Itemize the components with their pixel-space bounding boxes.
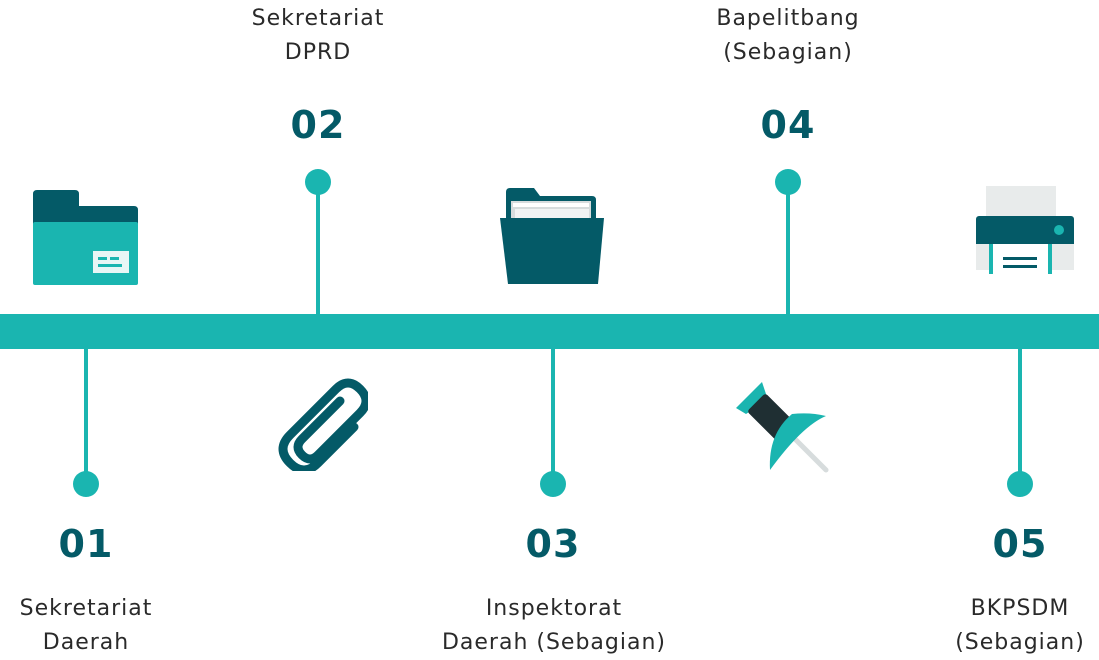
milestone-01-label: Sekretariat Daerah bbox=[0, 592, 256, 660]
milestone-02-label-line1: Sekretariat bbox=[251, 6, 385, 31]
milestone-02-label-line2: DPRD bbox=[284, 40, 352, 65]
milestone-03-number: 03 bbox=[525, 522, 581, 566]
milestone-02-label: Sekretariat DPRD bbox=[148, 2, 488, 70]
milestone-01-stem bbox=[84, 349, 88, 479]
milestone-03-label-line1: Inspektorat bbox=[485, 596, 623, 621]
milestone-01-label-line2: Daerah bbox=[42, 630, 130, 655]
milestone-01-number: 01 bbox=[58, 522, 114, 566]
open-folder-icon bbox=[500, 188, 604, 284]
milestone-04-stem bbox=[786, 185, 790, 315]
milestone-01-label-line1: Sekretariat bbox=[19, 596, 153, 621]
milestone-02-stem bbox=[316, 185, 320, 315]
milestone-04-number: 04 bbox=[760, 103, 816, 147]
folder-icon bbox=[33, 190, 138, 285]
milestone-03-label-line2: Daerah (Sebagian) bbox=[441, 630, 667, 655]
milestone-03-label: Inspektorat Daerah (Sebagian) bbox=[384, 592, 724, 660]
milestone-02-number: 02 bbox=[290, 103, 346, 147]
milestone-04-label-line1: Bapelitbang bbox=[716, 6, 860, 31]
milestone-05-label: BKPSDM (Sebagian) bbox=[850, 592, 1099, 660]
milestone-05-dot bbox=[1007, 471, 1033, 497]
milestone-04-label: Bapelitbang (Sebagian) bbox=[618, 2, 958, 70]
milestone-05-label-line2: (Sebagian) bbox=[955, 630, 1085, 655]
printer-icon bbox=[976, 186, 1074, 286]
pushpin-icon bbox=[736, 382, 829, 473]
milestone-01-dot bbox=[73, 471, 99, 497]
paperclip-icon bbox=[278, 378, 368, 471]
milestone-03-dot bbox=[540, 471, 566, 497]
timeline-bar bbox=[0, 314, 1099, 349]
milestone-03-stem bbox=[551, 349, 555, 479]
milestone-05-stem bbox=[1018, 349, 1022, 479]
milestone-05-label-line1: BKPSDM bbox=[970, 596, 1070, 621]
milestone-04-label-line2: (Sebagian) bbox=[723, 40, 853, 65]
milestone-05-number: 05 bbox=[992, 522, 1048, 566]
